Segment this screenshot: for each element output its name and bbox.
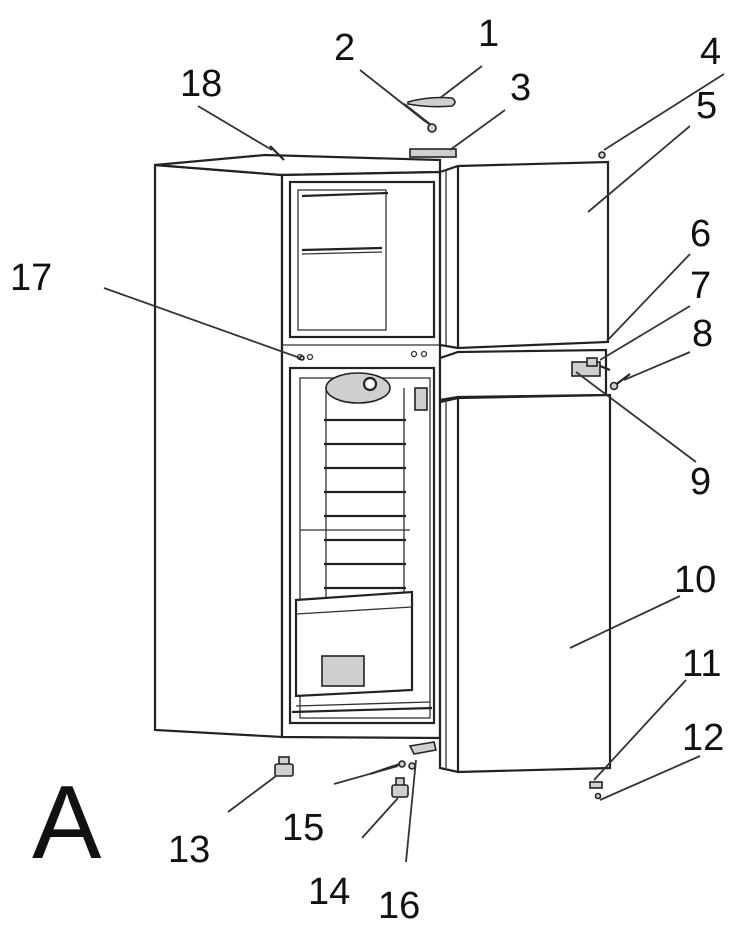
middle-hinge-pin [586,357,598,367]
callout-11: 11 [682,643,721,685]
callout-14: 14 [308,871,350,913]
middle-hinge-assembly [438,348,611,402]
cabinet-top-screw [269,145,285,161]
bottom-pin-cap [594,792,602,800]
callout-16: 16 [378,885,420,926]
hinge-pin-cap [598,151,606,159]
freezer-door [438,160,610,350]
leader-lines [103,65,725,863]
leveling-foot-left [274,756,294,777]
callout-5: 5 [696,85,717,127]
callout-17: 17 [10,257,52,299]
bottom-hinge [408,741,437,755]
callout-3: 3 [510,67,531,109]
callout-15: 15 [282,807,324,849]
callout-4: 4 [700,31,721,73]
refrigerator-cabinet [153,153,442,740]
callout-18: 18 [180,63,222,105]
callout-6: 6 [690,213,711,255]
callout-labels: 1 2 3 4 5 6 7 8 9 10 11 12 13 14 15 16 1… [10,13,724,926]
callout-7: 7 [690,265,711,307]
callout-8: 8 [692,313,713,355]
panel-label: A [32,765,102,881]
top-hinge-cover [407,96,456,108]
callout-1: 1 [478,13,499,55]
fridge-door [438,393,612,774]
callout-13: 13 [168,829,210,871]
callout-9: 9 [690,461,711,503]
callout-2: 2 [334,27,355,69]
bottom-door-pin [589,781,603,789]
divider-screw [299,355,305,361]
top-hinge [409,148,457,158]
leveling-foot-right [391,777,409,798]
callout-10: 10 [674,559,716,601]
callout-12: 12 [682,717,724,759]
